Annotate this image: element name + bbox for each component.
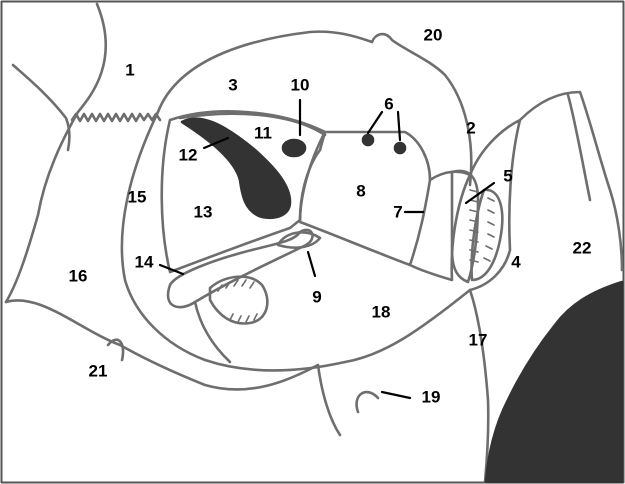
label-2: 2 (466, 120, 475, 137)
label-3: 3 (228, 77, 237, 94)
label-11: 11 (254, 125, 272, 142)
label-4: 4 (511, 254, 520, 271)
segment-7-outline (410, 172, 470, 280)
structure-16-outline (6, 4, 106, 302)
structure-16-lower (6, 300, 340, 435)
label-14: 14 (135, 254, 154, 271)
structure-1-line (13, 65, 69, 150)
segment-5-hatching (470, 190, 494, 262)
structure-17-outline (470, 290, 488, 482)
zigzag-suture (72, 114, 160, 121)
label-22: 22 (573, 240, 592, 257)
label-18: 18 (372, 304, 391, 321)
label-21: 21 (89, 363, 108, 380)
label-8: 8 (356, 183, 365, 200)
leader-lines (160, 100, 494, 398)
label-15: 15 (128, 189, 147, 206)
dark-eye-10 (283, 140, 305, 156)
label-5: 5 (503, 168, 512, 185)
label-13: 13 (194, 204, 213, 221)
label-1: 1 (125, 62, 134, 79)
leader-9 (308, 252, 315, 276)
hatched-pad (210, 277, 267, 324)
label-17: 17 (469, 332, 488, 349)
structure-22-outline (520, 92, 622, 270)
dot-6b (395, 143, 405, 153)
label-12: 12 (179, 147, 198, 164)
appendage-14 (168, 230, 313, 307)
label-10: 10 (291, 77, 310, 94)
label-6: 6 (384, 96, 393, 113)
label-9: 9 (312, 289, 321, 306)
leader-6a (368, 112, 382, 133)
label-7: 7 (393, 204, 402, 221)
hook-19 (357, 392, 378, 412)
leader-19 (382, 392, 410, 398)
leader-6b (398, 112, 400, 140)
dot-6a (363, 135, 373, 145)
label-16: 16 (69, 268, 88, 285)
label-19: 19 (422, 389, 441, 406)
label-20: 20 (424, 27, 443, 44)
lower-face-line (195, 302, 230, 362)
dark-mass (486, 282, 622, 482)
